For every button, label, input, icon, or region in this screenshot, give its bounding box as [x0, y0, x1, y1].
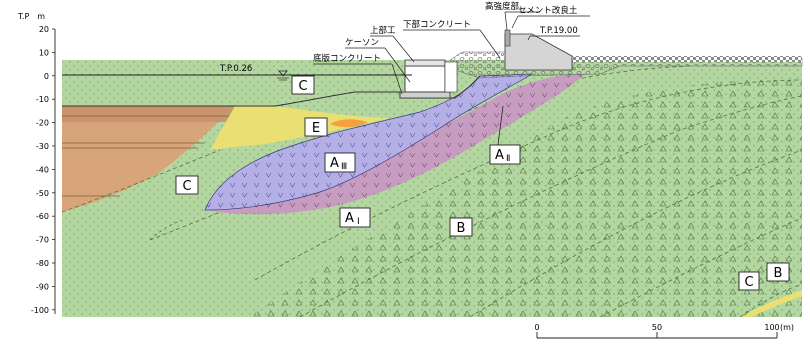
zone-labels: C E A Ⅲ A Ⅱ C A Ⅰ B — [175, 75, 790, 291]
svg-text:B: B — [774, 266, 783, 281]
axis-tick-label: 0 — [44, 72, 49, 81]
zone-label-e: E — [304, 117, 328, 137]
label-sea-level: T.P.0.26 — [219, 64, 252, 74]
axis-tick-label: -70 — [36, 236, 49, 245]
base-concrete-slab — [399, 91, 451, 99]
label-high-strength: 高強度部 — [485, 1, 520, 12]
sand-layer-upper — [62, 106, 275, 122]
water-level-marker — [278, 70, 288, 77]
layer-a3-texture — [205, 74, 532, 210]
svg-text:B: B — [457, 221, 466, 236]
axis-tick-label: -100 — [31, 306, 49, 315]
axis-tick-label: -20 — [36, 119, 49, 128]
label-upper-work: 上部工 — [370, 25, 396, 36]
sand-layer — [62, 106, 235, 212]
label-caisson: ケーソン — [345, 38, 379, 48]
zone-label-b-center: B — [449, 217, 473, 237]
label-cement-soil: セメント改良土 — [518, 5, 578, 16]
leader-lines — [313, 11, 590, 95]
upper-work-block — [404, 59, 446, 67]
zone-label-a1: A Ⅰ — [339, 207, 371, 228]
axis-tick-label: 10 — [39, 48, 49, 57]
fault-strip — [742, 290, 802, 317]
svg-text:A: A — [330, 156, 339, 171]
svg-text:Ⅲ: Ⅲ — [341, 162, 347, 172]
svg-text:C: C — [182, 179, 191, 194]
scale-label-0: 0 — [534, 323, 539, 332]
vertical-axis: 20 10 0 -10 -20 -30 -40 -50 -60 -70 -80 -90 -100 T.P… — [17, 12, 56, 315]
label-base-concrete: 底版コンクリート — [313, 53, 381, 64]
caisson-body — [404, 65, 446, 93]
svg-text:C: C — [298, 79, 307, 94]
svg-text:E: E — [312, 121, 320, 136]
cement-improved-soil — [504, 33, 573, 71]
geology-layers — [62, 60, 802, 317]
layer-e — [210, 106, 390, 150]
zone-label-c-left: C — [175, 175, 199, 195]
svg-text:Ⅰ: Ⅰ — [357, 217, 360, 227]
scale-unit: (m) — [780, 323, 794, 332]
layer-e-lens — [330, 119, 368, 128]
zone-label-b-right: B — [766, 262, 790, 282]
axis-tick-label: -30 — [36, 142, 49, 151]
svg-text:A: A — [345, 211, 354, 226]
ground-triangle-pattern — [250, 78, 802, 317]
axis-tick-label: 20 — [39, 25, 49, 34]
svg-text:C: C — [744, 275, 753, 290]
axis-tick-label: -50 — [36, 189, 49, 198]
scale-bar: 0 50 100 (m) — [534, 323, 794, 339]
svg-text:A: A — [495, 148, 504, 163]
zone-label-c-top: C — [291, 75, 315, 95]
scale-label-100: 100 — [764, 323, 779, 332]
zone-label-a3: A Ⅲ — [324, 152, 356, 173]
breakwater-structure — [399, 29, 803, 99]
zone-label-a2: A Ⅱ — [489, 105, 521, 165]
axis-tick-label: -10 — [36, 95, 49, 104]
axis-tick-label: -40 — [36, 165, 49, 174]
zone-label-c-right: C — [738, 271, 760, 291]
axis-tick-label: -60 — [36, 212, 49, 221]
scale-label-50: 50 — [652, 323, 662, 332]
axis-tick-label: -80 — [36, 259, 49, 268]
axis-tick-label: -90 — [36, 282, 49, 291]
crest-paving — [572, 56, 802, 62]
high-strength-part — [504, 29, 511, 47]
axis-unit-label: T.P m — [17, 12, 45, 21]
label-lower-concrete: 下部コンクリート — [403, 19, 471, 30]
label-crest-level: T.P.19.00 — [539, 26, 578, 36]
svg-text:Ⅱ: Ⅱ — [506, 154, 510, 164]
lower-concrete-block — [444, 61, 458, 93]
